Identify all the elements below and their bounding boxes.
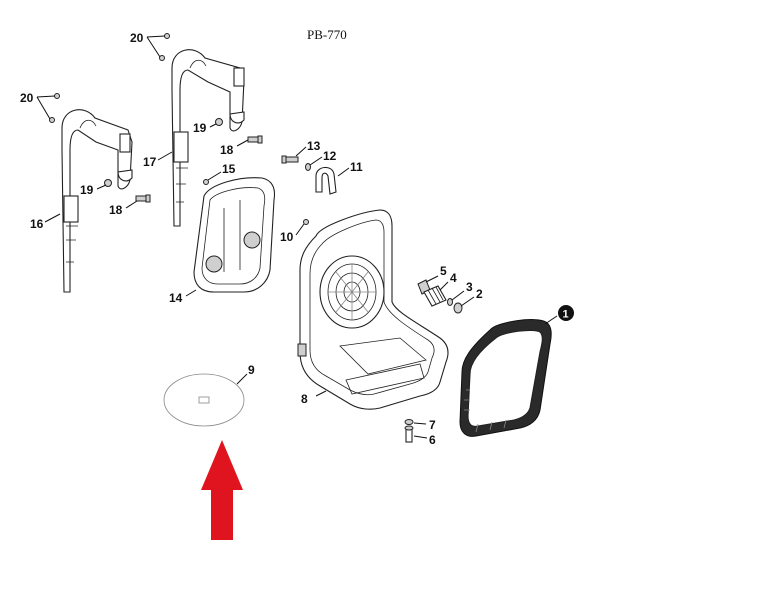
callout-5: 5 <box>440 264 447 278</box>
callout-20-left: 20 <box>20 91 34 105</box>
screw-10 <box>303 219 309 225</box>
red-arrow-up <box>201 440 243 540</box>
callout-18-right: 18 <box>220 143 234 157</box>
bolt-13 <box>281 155 299 164</box>
screw-15 <box>203 179 209 185</box>
main-frame <box>297 209 449 410</box>
callout-10: 10 <box>280 230 294 244</box>
callout-6: 6 <box>429 433 436 447</box>
bolt-6 <box>404 425 414 443</box>
screw-20-left-a <box>54 93 60 99</box>
leader-lines <box>36 35 558 439</box>
washer-3 <box>447 298 453 306</box>
callout-2: 2 <box>476 287 483 301</box>
callout-8: 8 <box>301 392 308 406</box>
screw-20-right-b <box>159 55 165 61</box>
callout-4: 4 <box>450 271 457 285</box>
callout-20-right: 20 <box>130 31 144 45</box>
callout-12: 12 <box>323 149 337 163</box>
bolt-18-right <box>247 135 263 144</box>
screw-20-left-b <box>49 117 55 123</box>
cap-2 <box>453 302 463 314</box>
callout-3: 3 <box>466 280 473 294</box>
bracket-11 <box>315 166 337 195</box>
harness-strap-left <box>61 109 133 293</box>
callout-18-left: 18 <box>109 203 123 217</box>
cover-frame <box>459 319 552 437</box>
callout-9: 9 <box>248 363 255 377</box>
callout-14: 14 <box>169 291 183 305</box>
callout-15: 15 <box>222 162 236 176</box>
callout-1-badge: 1 <box>558 305 574 321</box>
screw-20-right-a <box>164 33 170 39</box>
callout-19-left: 19 <box>80 183 94 197</box>
callout-16: 16 <box>30 217 44 231</box>
callout-1: 1 <box>563 309 569 321</box>
callout-19-right: 19 <box>193 121 207 135</box>
callout-11: 11 <box>350 160 363 174</box>
callout-13: 13 <box>307 139 321 153</box>
bolt-18-left <box>135 194 151 203</box>
nut-19-right <box>215 118 223 126</box>
callout-17: 17 <box>143 155 157 169</box>
callout-7: 7 <box>429 418 436 432</box>
back-pad <box>193 177 276 293</box>
flat-disc-9 <box>163 373 245 427</box>
diagram-title: PB-770 <box>307 27 347 42</box>
nut-19-left <box>104 179 112 187</box>
harness-strap-right <box>171 49 245 227</box>
spring-4 <box>423 285 447 307</box>
washer-7 <box>404 419 414 425</box>
washer-12 <box>305 163 311 171</box>
